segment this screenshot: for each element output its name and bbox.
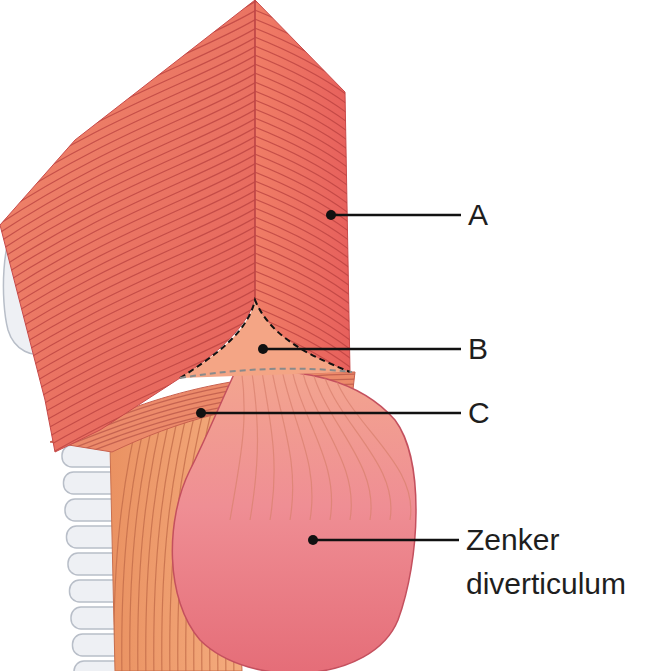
muscle-fiber: [0, 0, 258, 5]
muscle-fiber: [0, 0, 258, 68]
triangle-outline: [180, 300, 350, 378]
muscle-fiber: [320, 360, 391, 520]
leader-line: [263, 348, 461, 351]
muscle-fiber: [0, 315, 258, 455]
muscle-fiber: [290, 360, 332, 520]
muscle-fiber: [300, 360, 351, 520]
leader-dot: [196, 408, 206, 418]
muscle-fiber: [252, 0, 360, 15]
muscle-fiber: [0, 279, 258, 419]
muscle-fiber: [270, 360, 293, 520]
pharyngeal-raphe: [254, 0, 256, 300]
muscle-fiber: [0, 0, 258, 104]
muscle-fiber: [252, 0, 360, 42]
muscle-fiber: [0, 396, 258, 536]
leader-dot: [326, 210, 336, 220]
muscle-fiber: [0, 0, 258, 23]
muscle-fiber: [0, 387, 258, 527]
muscle-fiber: [330, 360, 411, 520]
muscle-fiber: [0, 360, 258, 500]
muscle-fiber: [252, 0, 360, 51]
muscle-fiber: [0, 0, 258, 41]
muscle-fiber: [0, 270, 258, 410]
leader-line: [331, 214, 461, 217]
muscle-fiber: [0, 261, 258, 401]
muscle-fiber: [230, 360, 244, 520]
leader-dot: [308, 535, 318, 545]
muscle-fiber: [0, 405, 258, 545]
triangle-base: [180, 369, 352, 378]
muscle-fiber: [0, 0, 258, 122]
muscle-fiber: [0, 0, 258, 86]
part-label: Zenker diverticulum: [466, 518, 652, 606]
muscle-fiber: [0, 369, 258, 509]
muscle-fiber: [252, 0, 360, 33]
muscle-fiber: [252, 369, 360, 429]
leader-line: [313, 539, 459, 542]
muscle-fiber: [0, 324, 258, 464]
leaders: [196, 210, 461, 545]
muscle-fiber: [0, 0, 258, 32]
part-letter: B: [468, 327, 488, 371]
muscle-fiber: [0, 0, 258, 14]
part-letter: C: [468, 391, 490, 435]
muscle-fiber: [260, 360, 274, 520]
leader-dot: [258, 344, 268, 354]
part-letter: A: [468, 193, 488, 237]
muscle-fiber: [252, 0, 360, 24]
constrictor-left: [0, 0, 255, 452]
muscle-fiber: [0, 0, 258, 50]
killian-triangle: [180, 300, 350, 378]
leader-line: [201, 412, 461, 415]
muscle-fiber: [250, 360, 258, 520]
muscle-fiber: [0, 378, 258, 518]
